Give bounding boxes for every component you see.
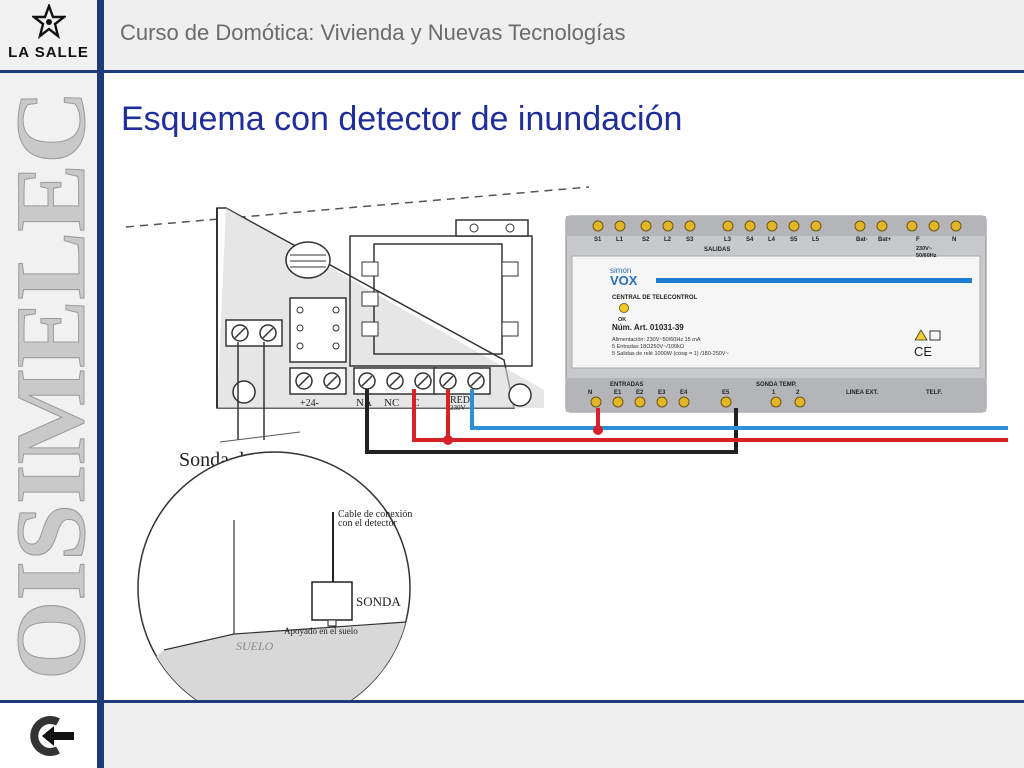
vertical-brand: OISIMELEC xyxy=(0,90,97,681)
phone-label: TELF. xyxy=(926,390,942,396)
double-insulation-icon xyxy=(929,330,941,341)
line-label: LINEA EXT. xyxy=(846,390,878,396)
top-terminal-s1: S1 xyxy=(594,237,602,243)
la-salle-star-icon xyxy=(32,4,66,40)
ce-mark: CE xyxy=(914,344,932,359)
bottom-terminal-e4: E4 xyxy=(680,390,688,396)
bottom-terminal-e1: E1 xyxy=(614,390,622,396)
probe-wire-cap xyxy=(219,431,301,443)
top-terminal-s5: S5 xyxy=(790,237,798,243)
support-label: Apoyado en el suelo xyxy=(284,626,358,636)
warning-icon xyxy=(914,329,928,341)
footer-logo-icon xyxy=(30,716,74,756)
wire-junction-2 xyxy=(593,425,603,435)
top-terminal-l4: L4 xyxy=(768,237,776,243)
vertical-brand-text: OISIMELEC xyxy=(0,90,97,680)
wire-junction-1 xyxy=(443,435,453,445)
bottom-terminal-e3: E3 xyxy=(658,390,666,396)
article-number: Núm. Art. 01031-39 xyxy=(612,323,684,332)
header-band xyxy=(104,0,1024,70)
floor-label: SUELO xyxy=(236,639,274,653)
terminal-na-label: NA xyxy=(356,397,372,409)
spec-inputs: 5 Entradas 18Ω250V~/100kΩ xyxy=(612,344,684,350)
terminal-power-label: +24- xyxy=(300,398,319,409)
temp-label: SONDA TEMP. xyxy=(756,382,797,388)
wire-red-c xyxy=(412,389,1008,442)
bottom-terminal-e2: E2 xyxy=(636,390,644,396)
terminal-red-voltage-label: 230V xyxy=(450,404,466,412)
bottom-terminal-2: 2 xyxy=(796,390,800,396)
logo-text: LA SALLE xyxy=(8,44,89,61)
cable-label-line1: Cable de conexión xyxy=(338,509,412,520)
detail-probe-label: SONDA xyxy=(356,594,401,609)
left-sidebar xyxy=(0,0,97,768)
terminal-red-label: RED xyxy=(450,395,470,406)
header-divider xyxy=(104,70,1024,73)
top-terminal-s4: S4 xyxy=(746,237,754,243)
outputs-label: SALIDAS xyxy=(704,247,730,253)
top-terminal-s2: S2 xyxy=(642,237,650,243)
bottom-terminal-screws xyxy=(590,396,806,408)
cable-label-line2: con el detector xyxy=(338,518,398,529)
brand-bottom: VOX xyxy=(610,273,638,288)
probe-detail: Cable de conexión con el detector SONDA … xyxy=(137,451,412,700)
brand-stripe xyxy=(656,278,972,283)
wiring-diagram: +24- NA NC C RED 230V Sonda de agua Cabl… xyxy=(125,186,1008,700)
slide-title: Esquema con detector de inundación xyxy=(121,100,683,138)
supply-label-line1: 230V~ xyxy=(916,246,932,252)
wire-blue xyxy=(470,389,1008,430)
spec-power: Alimentación: 230V~50/60Hz 15 mA xyxy=(612,337,701,343)
ok-led-icon xyxy=(619,303,629,313)
top-terminal-s3: S3 xyxy=(686,237,694,243)
bottom-terminal-n: N xyxy=(588,390,592,396)
terminal-nc-label: NC xyxy=(384,397,399,409)
inputs-label: ENTRADAS xyxy=(610,382,643,388)
footer-band xyxy=(104,703,1024,768)
logo-divider xyxy=(0,70,97,73)
telecontrol-unit xyxy=(565,215,987,413)
footer-divider xyxy=(0,700,1024,703)
sidebar-divider xyxy=(97,0,104,768)
brand-top: simon xyxy=(610,266,631,275)
top-terminal-screws xyxy=(592,220,962,232)
product-name: CENTRAL DE TELECONTROL xyxy=(612,295,698,301)
top-terminal-bat-plus: Bat+ xyxy=(878,237,892,243)
top-terminal-l2: L2 xyxy=(664,237,672,243)
ok-label: OK xyxy=(618,317,626,323)
top-terminal-l3: L3 xyxy=(724,237,732,243)
course-title: Curso de Domótica: Vivienda y Nuevas Tec… xyxy=(120,20,626,45)
top-terminal-l1: L1 xyxy=(616,237,624,243)
bottom-terminal-e5: E5 xyxy=(722,390,730,396)
bottom-terminal-1: 1 xyxy=(772,390,776,396)
top-terminal-bat-minus: Bat- xyxy=(856,237,868,243)
top-terminal-f: F xyxy=(916,237,920,243)
spec-outputs: 5 Salidas de relé 1000W (cosφ = 1) /180-… xyxy=(612,351,729,357)
flood-detector: +24- NA NC C RED 230V xyxy=(216,207,544,412)
supply-label-line2: 50/60Hz xyxy=(916,253,937,259)
top-terminal-n: N xyxy=(952,237,956,243)
top-terminal-l5: L5 xyxy=(812,237,820,243)
wall-dashed-line xyxy=(125,186,590,228)
